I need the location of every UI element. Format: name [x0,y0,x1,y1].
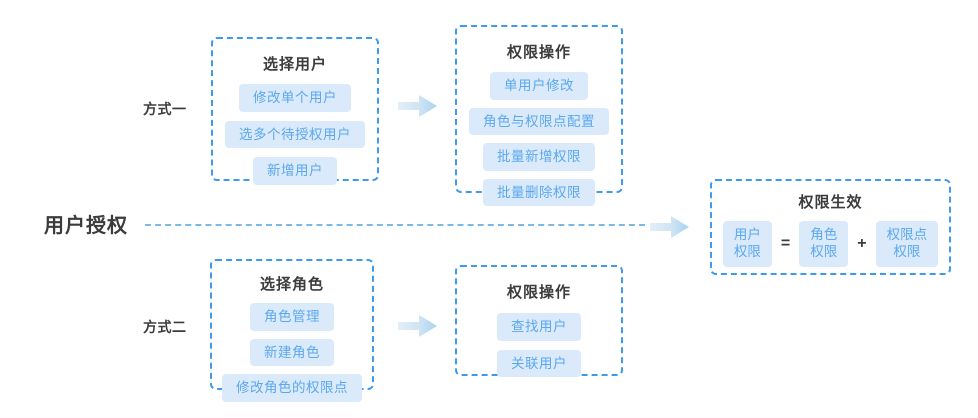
chip-find-user[interactable]: 查找用户 [497,313,581,341]
operator-equals: = [780,234,791,252]
chip-single-user-modify[interactable]: 单用户修改 [490,72,588,100]
chip-create-role[interactable]: 新建角色 [250,338,334,366]
right-arrow-icon [398,93,438,119]
branch-divider-line [145,224,645,226]
chip-modify-role-permissions[interactable]: 修改角色的权限点 [222,374,362,402]
chip-modify-single-user[interactable]: 修改单个用户 [239,84,351,112]
box-select-user[interactable]: 选择用户 修改单个用户 选多个待授权用户 新增用户 [211,37,379,185]
box-permission-effective[interactable]: 权限生效 用户 权限 = 角色 权限 + 权限点 权限 [710,179,951,275]
chip-user-permission[interactable]: 用户 权限 [722,221,772,267]
chip-group-permission-operation-top: 单用户修改 角色与权限点配置 批量新增权限 批量删除权限 [469,72,609,206]
box-title-select-user: 选择用户 [262,56,327,73]
permission-formula: 用户 权限 = 角色 权限 + 权限点 权限 [722,221,939,267]
chip-add-user[interactable]: 新增用户 [253,157,337,185]
chip-associate-user[interactable]: 关联用户 [497,349,581,377]
chip-group-permission-operation-bottom: 查找用户 关联用户 [497,313,581,377]
box-select-role[interactable]: 选择角色 角色管理 新建角色 修改角色的权限点 [210,259,374,402]
box-permission-operation-bottom[interactable]: 权限操作 查找用户 关联用户 [455,265,623,377]
box-title-permission-effective: 权限生效 [798,194,863,211]
chip-group-select-role: 角色管理 新建角色 修改角色的权限点 [222,303,362,402]
chip-permission-point-permission[interactable]: 权限点 权限 [875,221,939,267]
box-title-permission-operation-bottom: 权限操作 [506,284,571,301]
chip-group-select-user: 修改单个用户 选多个待授权用户 新增用户 [225,84,365,185]
section-label-user-authorization: 用户授权 [44,215,128,237]
box-permission-operation-top[interactable]: 权限操作 单用户修改 角色与权限点配置 批量新增权限 批量删除权限 [455,25,623,206]
chip-batch-add-permission[interactable]: 批量新增权限 [483,143,595,171]
branch-label-method-one: 方式一 [143,101,187,117]
chip-role-management[interactable]: 角色管理 [250,303,334,331]
operator-plus: + [857,234,867,252]
right-arrow-icon [650,214,690,240]
box-title-select-role: 选择角色 [259,276,324,293]
chip-select-multiple-users[interactable]: 选多个待授权用户 [225,120,365,148]
chip-role-and-permission-config[interactable]: 角色与权限点配置 [469,107,609,135]
box-title-permission-operation-top: 权限操作 [506,44,571,61]
chip-role-permission[interactable]: 角色 权限 [799,221,849,267]
right-arrow-icon [398,313,438,339]
branch-label-method-two: 方式二 [143,319,187,335]
chip-batch-delete-permission[interactable]: 批量删除权限 [483,178,595,206]
